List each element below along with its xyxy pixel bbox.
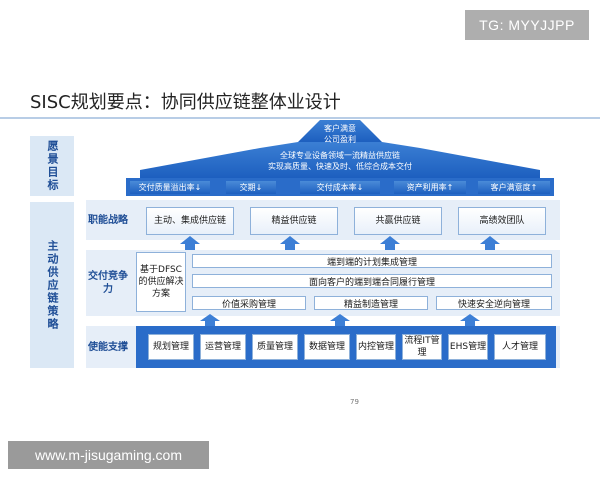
indicator-quality: 交付质量溢出率↓ [130,181,210,194]
arrows-row-2 [200,314,480,328]
up-arrow-icon [330,314,350,328]
enabler-data: 数据管理 [304,334,350,360]
strategy-label: 主动供应链策略 [30,202,74,368]
contract-fulfillment-bar: 面向客户的端到端合同履行管理 [192,274,552,288]
page-number: 79 [350,398,359,406]
up-arrow-icon [460,314,480,328]
roof-top-line-2: 公司盈利 [324,135,356,144]
enabler-talent: 人才管理 [494,334,546,360]
strategy-item-team: 高绩效团队 [458,207,546,235]
roof-top-tier [298,120,382,142]
strategy-item-winwin: 共赢供应链 [354,207,442,235]
up-arrow-icon [180,236,200,252]
indicator-leadtime: 交期↓ [226,181,276,194]
enabler-ehs: EHS管理 [448,334,488,360]
roof-main-tier [140,142,540,178]
up-arrow-icon [380,236,400,252]
arrows-row-1 [180,236,500,252]
enabler-internal-control: 内控管理 [356,334,396,360]
site-watermark: www.m-jisugaming.com [8,441,209,469]
value-procurement-box: 价值采购管理 [192,296,306,310]
title-divider [0,117,600,119]
up-arrow-icon [480,236,500,252]
indicator-satisfaction: 客户满意度↑ [478,181,550,194]
telegram-watermark: TG: MYYJJPP [465,10,589,40]
roof-top-line-1: 客户满意 [324,124,356,133]
up-arrow-icon [280,236,300,252]
dfsc-solution-box: 基于DFSC的供应解决方案 [136,252,186,312]
roof-mid-line-1: 全球专业设备领域一流精益供应链 [280,151,400,160]
enabler-operations: 运营管理 [200,334,246,360]
plan-integration-bar: 端到端的计划集成管理 [192,254,552,268]
page-title: SISC规划要点：协同供应链整体业设计 [30,92,341,113]
roof-mid-line-2: 实现高质量、快速及时、低综合成本交付 [268,162,412,171]
strategy-item-lean: 精益供应链 [250,207,338,235]
strategy-row-label: 职能战略 [88,214,128,226]
roof-top-text: 客户满意 公司盈利 [298,123,382,145]
reverse-logistics-box: 快速安全逆向管理 [436,296,552,310]
indicator-asset: 资产利用率↑ [394,181,466,194]
competitiveness-row-label: 交付竞争力 [88,271,128,295]
up-arrow-icon [200,314,220,328]
enabler-quality: 质量管理 [252,334,298,360]
enablers-row-label: 使能支撑 [88,341,128,353]
indicator-cost: 交付成本率↓ [300,181,380,194]
enabler-planning: 规划管理 [148,334,194,360]
roof-mid-text: 全球专业设备领域一流精益供应链 实现高质量、快速及时、低综合成本交付 [220,150,460,172]
strategy-item-integrated: 主动、集成供应链 [146,207,234,235]
lean-manufacturing-box: 精益制造管理 [314,296,428,310]
vision-label: 愿景目标 [30,136,74,196]
enabler-process-it: 流程IT管理 [402,334,442,360]
